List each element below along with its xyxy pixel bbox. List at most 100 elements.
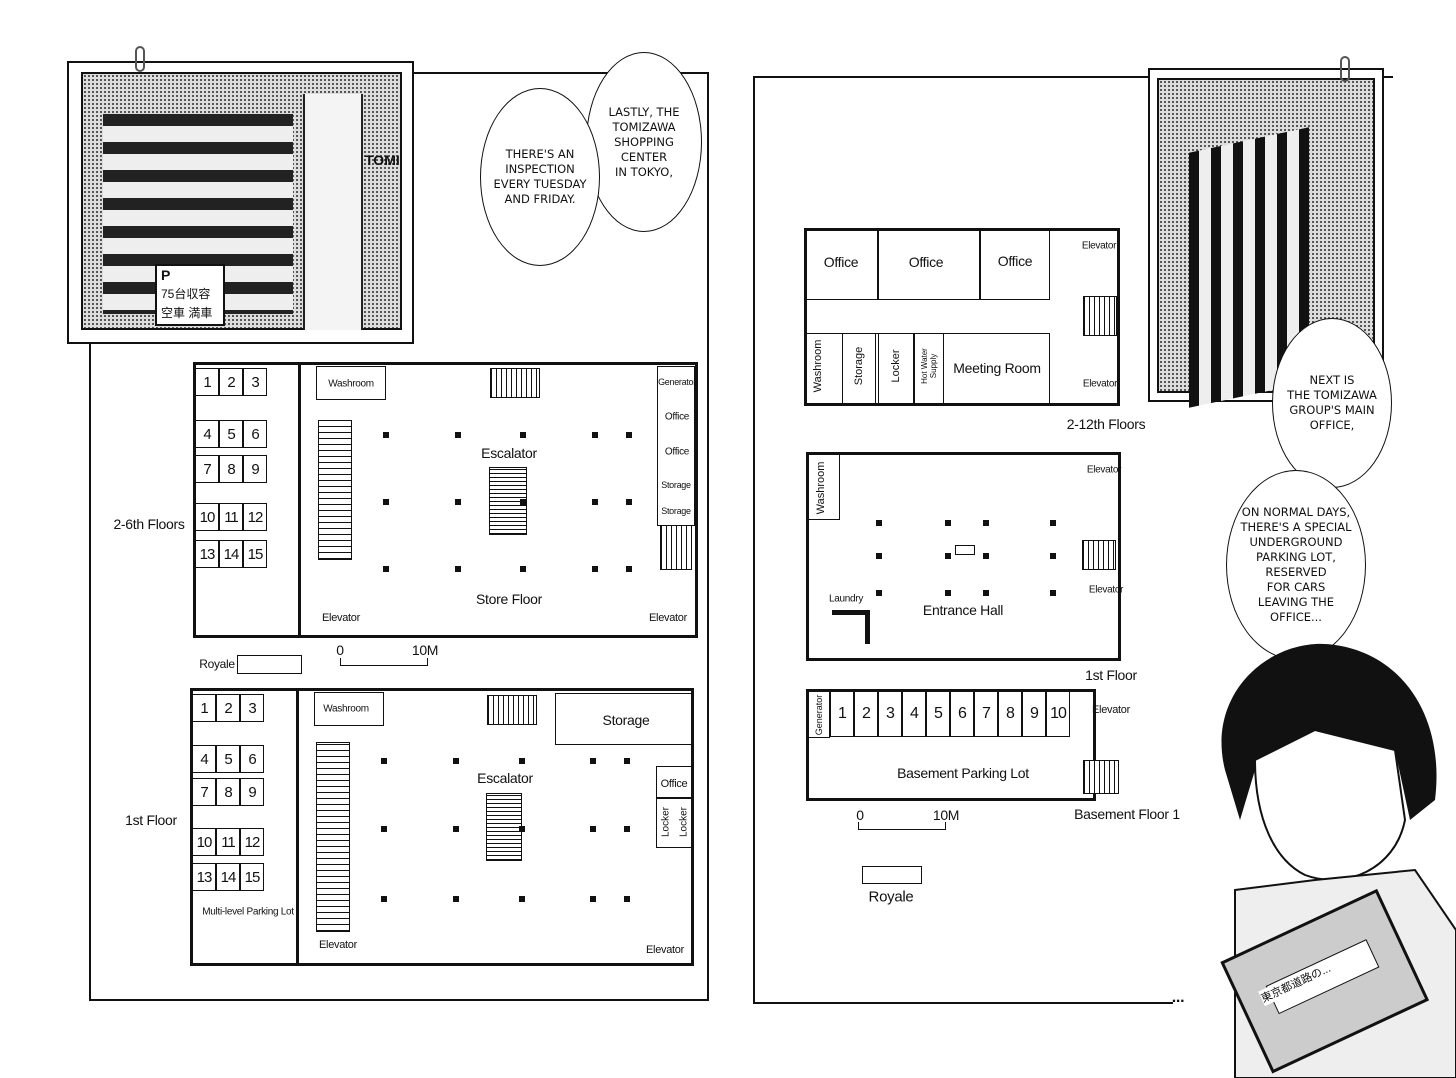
speech-bubble-lastly: Lastly, the Tomizawa Shopping Center in … (586, 52, 702, 232)
washroom-label: Washroom (323, 703, 369, 715)
column (455, 499, 461, 505)
washroom-label: Washroom (815, 461, 827, 515)
column (624, 826, 630, 832)
locker-label: Locker (660, 806, 672, 838)
column (626, 432, 632, 438)
parking-stall: 9 (1022, 691, 1046, 737)
royale-car-scale (237, 655, 302, 674)
girl-hair (1221, 643, 1437, 820)
parking-stall: 15 (243, 540, 267, 568)
column (945, 553, 951, 559)
column (624, 758, 630, 764)
stairs (1083, 760, 1119, 794)
hot-water-label: Hot Water Supply (920, 348, 938, 384)
parking-stall: 11 (216, 828, 240, 856)
parking-stall: 13 (192, 863, 216, 891)
elevator-label: Elevator (322, 612, 360, 624)
elevator-label: Elevator (319, 939, 357, 951)
parking-stall: 10 (1046, 691, 1070, 737)
column (592, 566, 598, 572)
column (520, 499, 526, 505)
girl-illustration (1220, 643, 1456, 1078)
storage-room (555, 693, 693, 745)
floorplan-2-12th (804, 228, 1120, 406)
locker-label: Locker (890, 349, 902, 383)
scale-10m: 10M (932, 807, 960, 823)
building-tower (303, 94, 363, 330)
column (520, 432, 526, 438)
generator-label: Generator (658, 377, 696, 387)
column (1050, 553, 1056, 559)
floorplan-1st (190, 688, 694, 966)
parking-sign: P 75台収容 空車 満車 (155, 264, 225, 326)
stairs (1082, 540, 1116, 570)
parking-divider (298, 365, 301, 635)
column (381, 826, 387, 832)
stairs-right (660, 525, 692, 570)
elevator-label: Elevator (1086, 464, 1122, 476)
paperclip-icon (135, 46, 145, 72)
floorplan-2-6th (193, 362, 698, 638)
speech-bubble-inspection: There's an inspection every Tuesday and … (480, 88, 600, 266)
parking-stall: 4 (195, 420, 219, 448)
storage-label: Storage (602, 712, 650, 728)
parking-stall: 2 (854, 691, 878, 737)
scale-bar (340, 658, 428, 666)
shopping-center-photo: TOMI P 75台収容 空車 満車 (81, 72, 402, 330)
speech-bubble-parking: On normal days, there's a special underg… (1226, 470, 1366, 660)
floor-label-1st: 1st Floor (125, 812, 177, 828)
column (945, 590, 951, 596)
column (592, 499, 598, 505)
washroom-room (314, 692, 384, 726)
washroom-room (808, 454, 840, 520)
office-label: Office (664, 411, 690, 423)
stairs (1083, 296, 1117, 336)
office-label: Office (908, 254, 944, 270)
elevator-label: Elevator (1082, 378, 1118, 390)
column (1050, 520, 1056, 526)
escalator-label: Escalator (477, 770, 533, 786)
column (945, 520, 951, 526)
parking-stall: 5 (219, 420, 243, 448)
stairs-left (316, 742, 350, 932)
office-room (656, 766, 692, 798)
laundry-label: Laundry (828, 593, 864, 605)
column (455, 432, 461, 438)
floorplan-office-1st (806, 452, 1121, 661)
parking-stall: 4 (192, 745, 216, 773)
floor-label-2-6: 2-6th Floors (113, 516, 185, 532)
parking-stall: 14 (219, 540, 243, 568)
column (453, 826, 459, 832)
parking-stall: 6 (240, 745, 264, 773)
column (983, 590, 989, 596)
washroom-label: Washroom (328, 378, 374, 390)
parking-stall: 3 (878, 691, 902, 737)
generator-label: Generator (814, 694, 824, 736)
ellipsis: ... (1171, 989, 1185, 1006)
scale-zero: 0 (856, 807, 864, 823)
column (1050, 590, 1056, 596)
office-label: Office (660, 778, 688, 790)
washroom-label: Washroom (812, 339, 824, 393)
column (983, 520, 989, 526)
parking-stall: 7 (195, 455, 219, 483)
locker-room (656, 798, 692, 848)
column (455, 566, 461, 572)
parking-stall: 6 (950, 691, 974, 737)
scale-10m: 10M (411, 642, 439, 658)
parking-stall: 2 (219, 368, 243, 396)
generator-room (808, 691, 830, 738)
column (624, 896, 630, 902)
office-label: Office (823, 254, 859, 270)
paperclip-icon (1340, 56, 1350, 82)
parking-stall: 11 (219, 503, 243, 531)
elevator-label: Elevator (1081, 240, 1117, 252)
floor-label-2-12: 2-12th Floors (1066, 416, 1146, 432)
royale-car-scale (862, 866, 922, 884)
laundry-counter (832, 610, 870, 644)
office-room (806, 230, 878, 300)
column (876, 520, 882, 526)
storage-label: Storage (853, 346, 865, 386)
stairs (490, 368, 540, 398)
hot-water-room (914, 333, 944, 404)
